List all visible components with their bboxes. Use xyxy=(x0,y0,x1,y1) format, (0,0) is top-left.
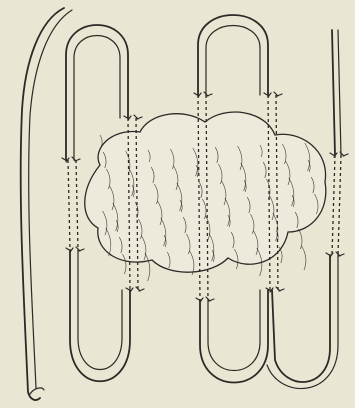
puncture-mark xyxy=(196,297,214,302)
mass-hatch-stroke xyxy=(100,135,102,147)
lower-suture-loop-1 xyxy=(70,250,130,381)
upper-suture-loop-2 xyxy=(198,15,268,95)
tissue-mass xyxy=(85,112,326,281)
long-suture-thread xyxy=(21,8,72,400)
right-suture-end xyxy=(332,30,341,155)
puncture-mark xyxy=(330,152,348,157)
puncture-mark xyxy=(126,287,144,292)
puncture-mark xyxy=(62,157,80,162)
puncture-mark xyxy=(326,252,344,257)
puncture-mark xyxy=(264,92,282,97)
puncture-mark xyxy=(194,92,212,97)
mass-hatch-stroke xyxy=(302,246,306,270)
puncture-mark xyxy=(66,247,84,252)
mass-hatch-stroke xyxy=(298,229,302,249)
puncture-mark xyxy=(124,115,142,120)
lower-suture-loop-2 xyxy=(200,290,268,383)
